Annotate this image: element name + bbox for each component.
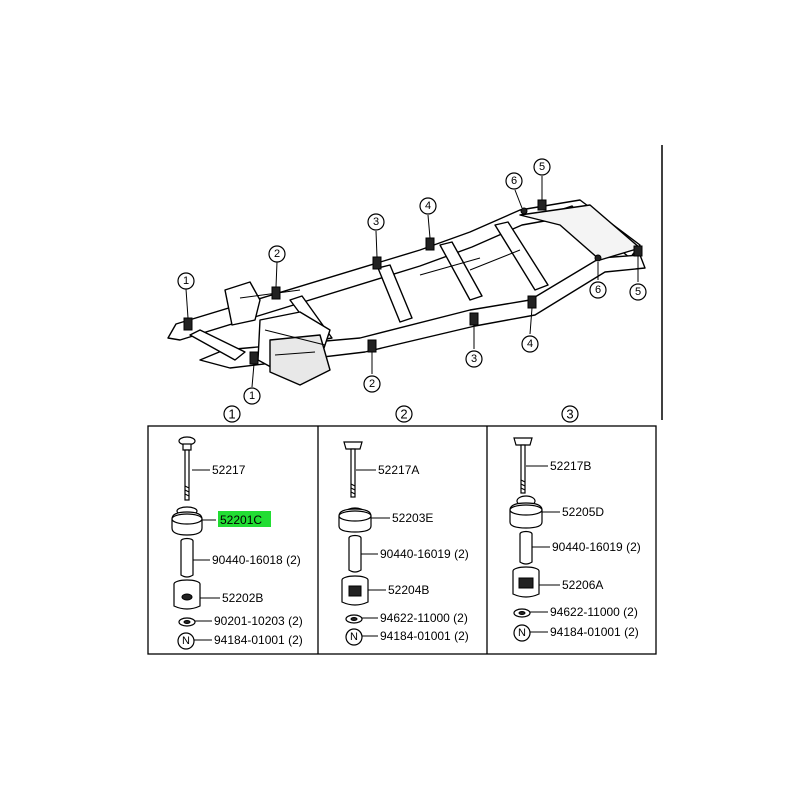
callout-3-top: 3	[373, 216, 379, 228]
part-label-lower-cushion[interactable]: 52204B	[388, 583, 429, 597]
callout-1-bottom: 1	[249, 390, 255, 402]
washer-icon	[513, 608, 531, 618]
callout-6-top: 6	[511, 175, 517, 187]
callout-4-top: 4	[425, 200, 431, 212]
panel-3: 52217B 52205D 90440-16019 (2) 52206A 946…	[509, 437, 641, 642]
part-label-bolt[interactable]: 52217	[212, 463, 246, 477]
part-label-lower-cushion[interactable]: 52206A	[562, 578, 603, 592]
frame-callouts: 1 1 2 2 3 3 4 4 5 5 6 6	[177, 158, 647, 405]
part-label-collar[interactable]: 90440-16019 (2)	[380, 547, 469, 561]
part-label-washer[interactable]: 94622-11000 (2)	[550, 605, 638, 619]
callout-2-bottom: 2	[369, 378, 375, 390]
lower-cushion-icon	[341, 575, 369, 606]
upper-cushion-icon	[338, 507, 372, 533]
highlight-marker	[218, 511, 271, 527]
upper-cushion-icon	[171, 506, 203, 536]
part-label-lower-cushion[interactable]: 52202B	[222, 591, 263, 605]
panel-number-1: 1	[228, 407, 235, 422]
part-label-bolt[interactable]: 52217B	[550, 459, 591, 473]
part-label-upper-cushion[interactable]: 52203E	[392, 511, 433, 525]
bolt-icon	[513, 437, 533, 494]
part-label-upper-cushion[interactable]: 52201C	[220, 513, 262, 527]
callout-2-top: 2	[274, 248, 280, 260]
panel-number-2: 2	[400, 407, 407, 422]
part-label-washer[interactable]: 90201-10203 (2)	[214, 614, 303, 628]
panel-1: 52217 52201C 90440-16018 (2) 52202B	[171, 436, 303, 650]
panel-numbers: 1 2 3	[223, 405, 579, 423]
collar-icon	[348, 534, 362, 573]
part-label-nut[interactable]: 94184-01001 (2)	[380, 629, 469, 643]
nut-symbol: N	[518, 627, 526, 639]
nut-icon	[345, 628, 363, 646]
bolt-icon	[343, 441, 363, 498]
lower-cushion-icon	[512, 566, 540, 598]
collar-icon	[180, 537, 194, 578]
vehicle-frame-illustration: 1 1 2 2 3 3 4 4 5 5 6 6	[167, 158, 647, 405]
callout-1-top: 1	[183, 275, 189, 287]
collar-icon	[519, 530, 533, 565]
bolt-icon	[178, 436, 196, 501]
part-label-nut[interactable]: 94184-01001 (2)	[550, 625, 639, 639]
callout-5-top: 5	[539, 161, 545, 173]
callout-6-bottom: 6	[595, 284, 601, 296]
part-label-washer[interactable]: 94622-11000 (2)	[380, 611, 468, 625]
nut-icon	[177, 632, 195, 650]
part-label-upper-cushion[interactable]: 52205D	[562, 505, 604, 519]
part-label-bolt[interactable]: 52217A	[378, 463, 419, 477]
washer-icon	[178, 617, 196, 627]
panel-2: 52217A 52203E 90440-16019 (2) 52204B 946…	[338, 441, 469, 646]
callout-3-bottom: 3	[471, 353, 477, 365]
nut-symbol: N	[350, 631, 358, 643]
upper-cushion-icon	[509, 495, 543, 529]
lower-cushion-icon	[173, 579, 201, 610]
callout-4-bottom: 4	[527, 338, 533, 350]
part-label-collar[interactable]: 90440-16018 (2)	[212, 553, 301, 567]
part-label-nut[interactable]: 94184-01001 (2)	[214, 633, 303, 647]
callout-5-bottom: 5	[635, 286, 641, 298]
washer-icon	[345, 614, 363, 624]
nut-icon	[513, 624, 531, 642]
panel-number-3: 3	[566, 407, 573, 422]
nut-symbol: N	[182, 635, 190, 647]
parts-panels-box	[147, 425, 657, 655]
part-label-collar[interactable]: 90440-16019 (2)	[552, 540, 641, 554]
